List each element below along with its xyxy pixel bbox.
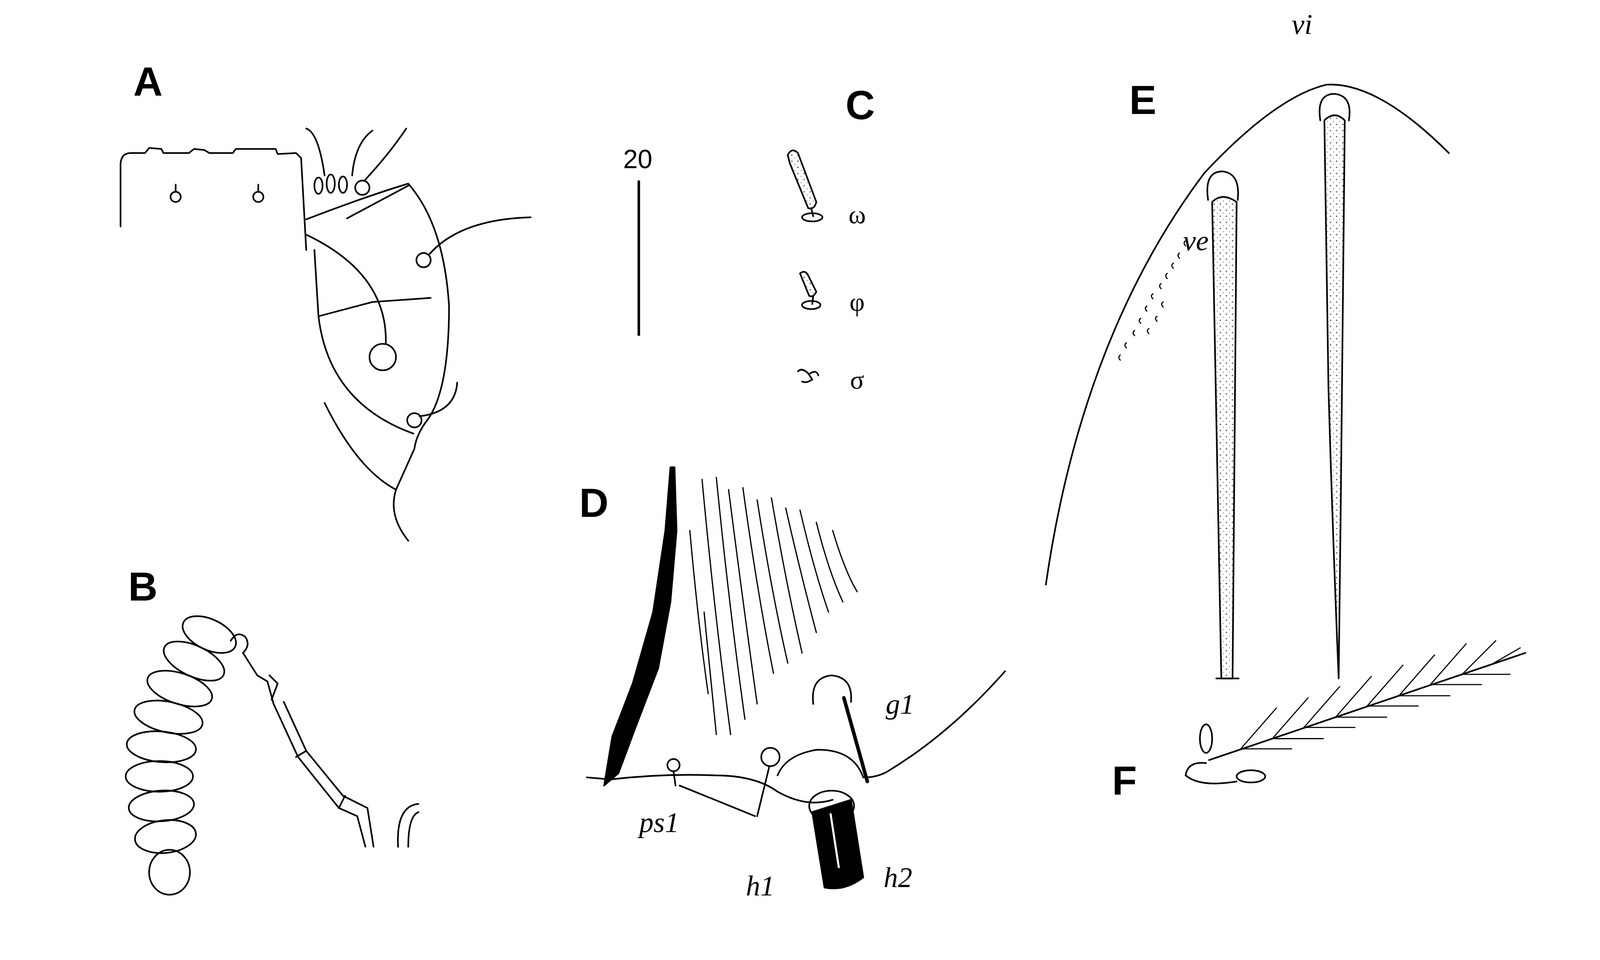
panel-letter: C [845, 84, 876, 126]
solenidion-label: φ [849, 288, 865, 316]
seta-label: h1 [746, 871, 775, 901]
seta-label: g1 [885, 689, 915, 719]
panel-a-drawing [120, 128, 531, 541]
panel-letter: A [133, 61, 163, 103]
panel-letter: D [579, 482, 609, 524]
panel-letter: B [128, 566, 158, 607]
solenidion-label: ω [848, 201, 866, 228]
seta-label: ve [1183, 226, 1209, 256]
seta-label: vi [1291, 9, 1313, 39]
panel-letter: E [1129, 79, 1157, 121]
solenidion-label: σ [850, 366, 865, 393]
panel-d-drawing [586, 467, 1006, 889]
scale-bar [637, 181, 640, 335]
scale-value: 20 [623, 145, 653, 173]
panel-c-drawing [787, 150, 823, 383]
seta-label: ps1 [639, 808, 680, 837]
panel-b-drawing [125, 608, 419, 895]
seta-label: h2 [883, 863, 913, 892]
panel-letter: F [1112, 760, 1137, 801]
panel-e-drawing [1045, 84, 1449, 679]
panel-f-drawing [1185, 640, 1526, 784]
